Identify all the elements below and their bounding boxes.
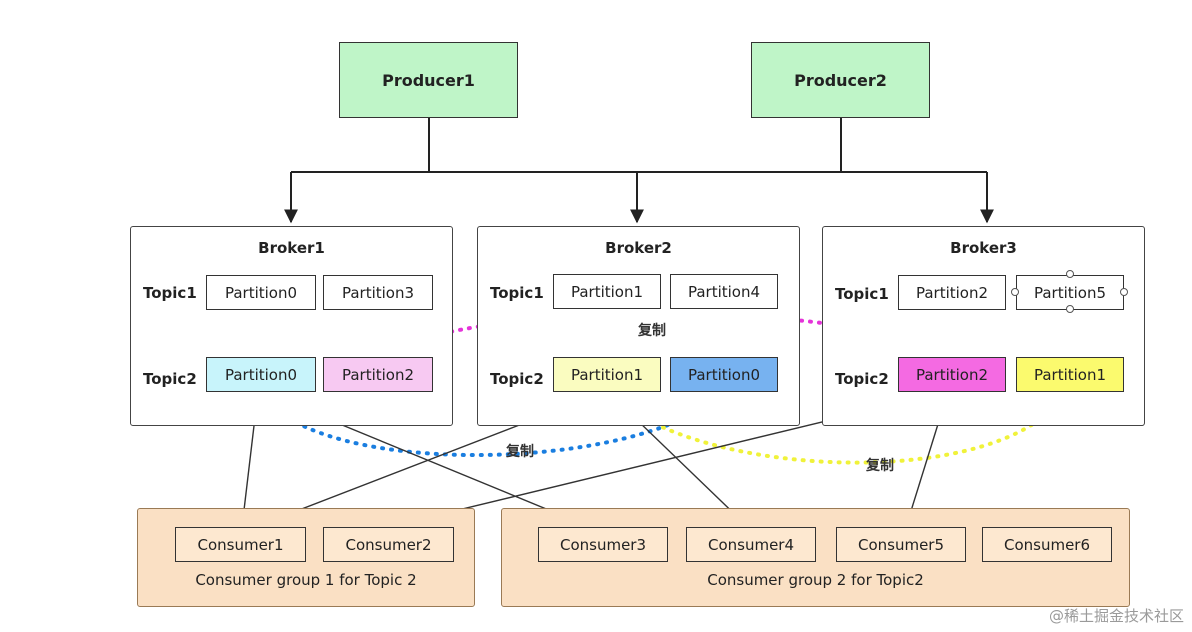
broker-2-topic1-partition4: Partition4 [670, 274, 778, 309]
broker-3-topic2-label: Topic2 [835, 370, 889, 388]
broker-3-topic1-partition5: Partition5 [1016, 275, 1124, 310]
selection-handle-top [1066, 270, 1074, 278]
broker-3-title: Broker3 [950, 239, 1017, 257]
consumer-4: Consumer4 [686, 527, 816, 562]
broker-3-topic2-partition2: Partition2 [898, 357, 1006, 392]
producer-connectors [284, 118, 994, 224]
broker-2-topic2-partition0: Partition0 [670, 357, 778, 392]
broker-1-topic1-partition3: Partition3 [323, 275, 433, 310]
consumer-2: Consumer2 [323, 527, 454, 562]
broker-1: Broker1 Topic1 Topic2 [130, 226, 453, 426]
selection-handle-left [1011, 288, 1019, 296]
broker-1-topic2-partition2: Partition2 [323, 357, 433, 392]
replication-label-yellow: 复制 [866, 458, 894, 474]
broker-2-topic1-label: Topic1 [490, 284, 544, 302]
consumer-5: Consumer5 [836, 527, 966, 562]
consumer-group-1-label: Consumer group 1 for Topic 2 [195, 571, 417, 589]
consumer-3: Consumer3 [538, 527, 668, 562]
replication-yellow-curve [608, 392, 1066, 465]
producer-1: Producer1 [339, 42, 518, 118]
consumer-group-2-label: Consumer group 2 for Topic2 [707, 571, 924, 589]
broker-2-topic1-partition1: Partition1 [553, 274, 661, 309]
producer-1-label: Producer1 [382, 70, 475, 90]
selection-handle-bottom [1066, 305, 1074, 313]
broker-2-topic2-partition1: Partition1 [553, 357, 661, 392]
replication-label-magenta: 复制 [638, 323, 666, 339]
replication-blue-curve [260, 392, 722, 457]
broker-2-title: Broker2 [605, 239, 672, 257]
replication-label-blue: 复制 [506, 444, 534, 460]
producer-2: Producer2 [751, 42, 930, 118]
consumer-6: Consumer6 [982, 527, 1112, 562]
broker-1-title: Broker1 [258, 239, 325, 257]
broker-3-topic2-partition1: Partition1 [1016, 357, 1124, 392]
broker-2-topic2-label: Topic2 [490, 370, 544, 388]
broker-1-topic1-partition0: Partition0 [206, 275, 316, 310]
broker-1-topic2-label: Topic2 [143, 370, 197, 388]
broker-2: Broker2 Topic1 Topic2 [477, 226, 800, 426]
broker-1-topic2-partition0: Partition0 [206, 357, 316, 392]
broker-3-topic1-partition2: Partition2 [898, 275, 1006, 310]
broker-3: Broker3 Topic1 Topic2 [822, 226, 1145, 426]
watermark-text: @稀土掘金技术社区 [1048, 607, 1184, 625]
broker-3-topic1-label: Topic1 [835, 285, 889, 303]
broker-1-topic1-label: Topic1 [143, 284, 197, 302]
producer-2-label: Producer2 [794, 70, 887, 90]
selection-handle-right [1120, 288, 1128, 296]
consumer-1: Consumer1 [175, 527, 306, 562]
